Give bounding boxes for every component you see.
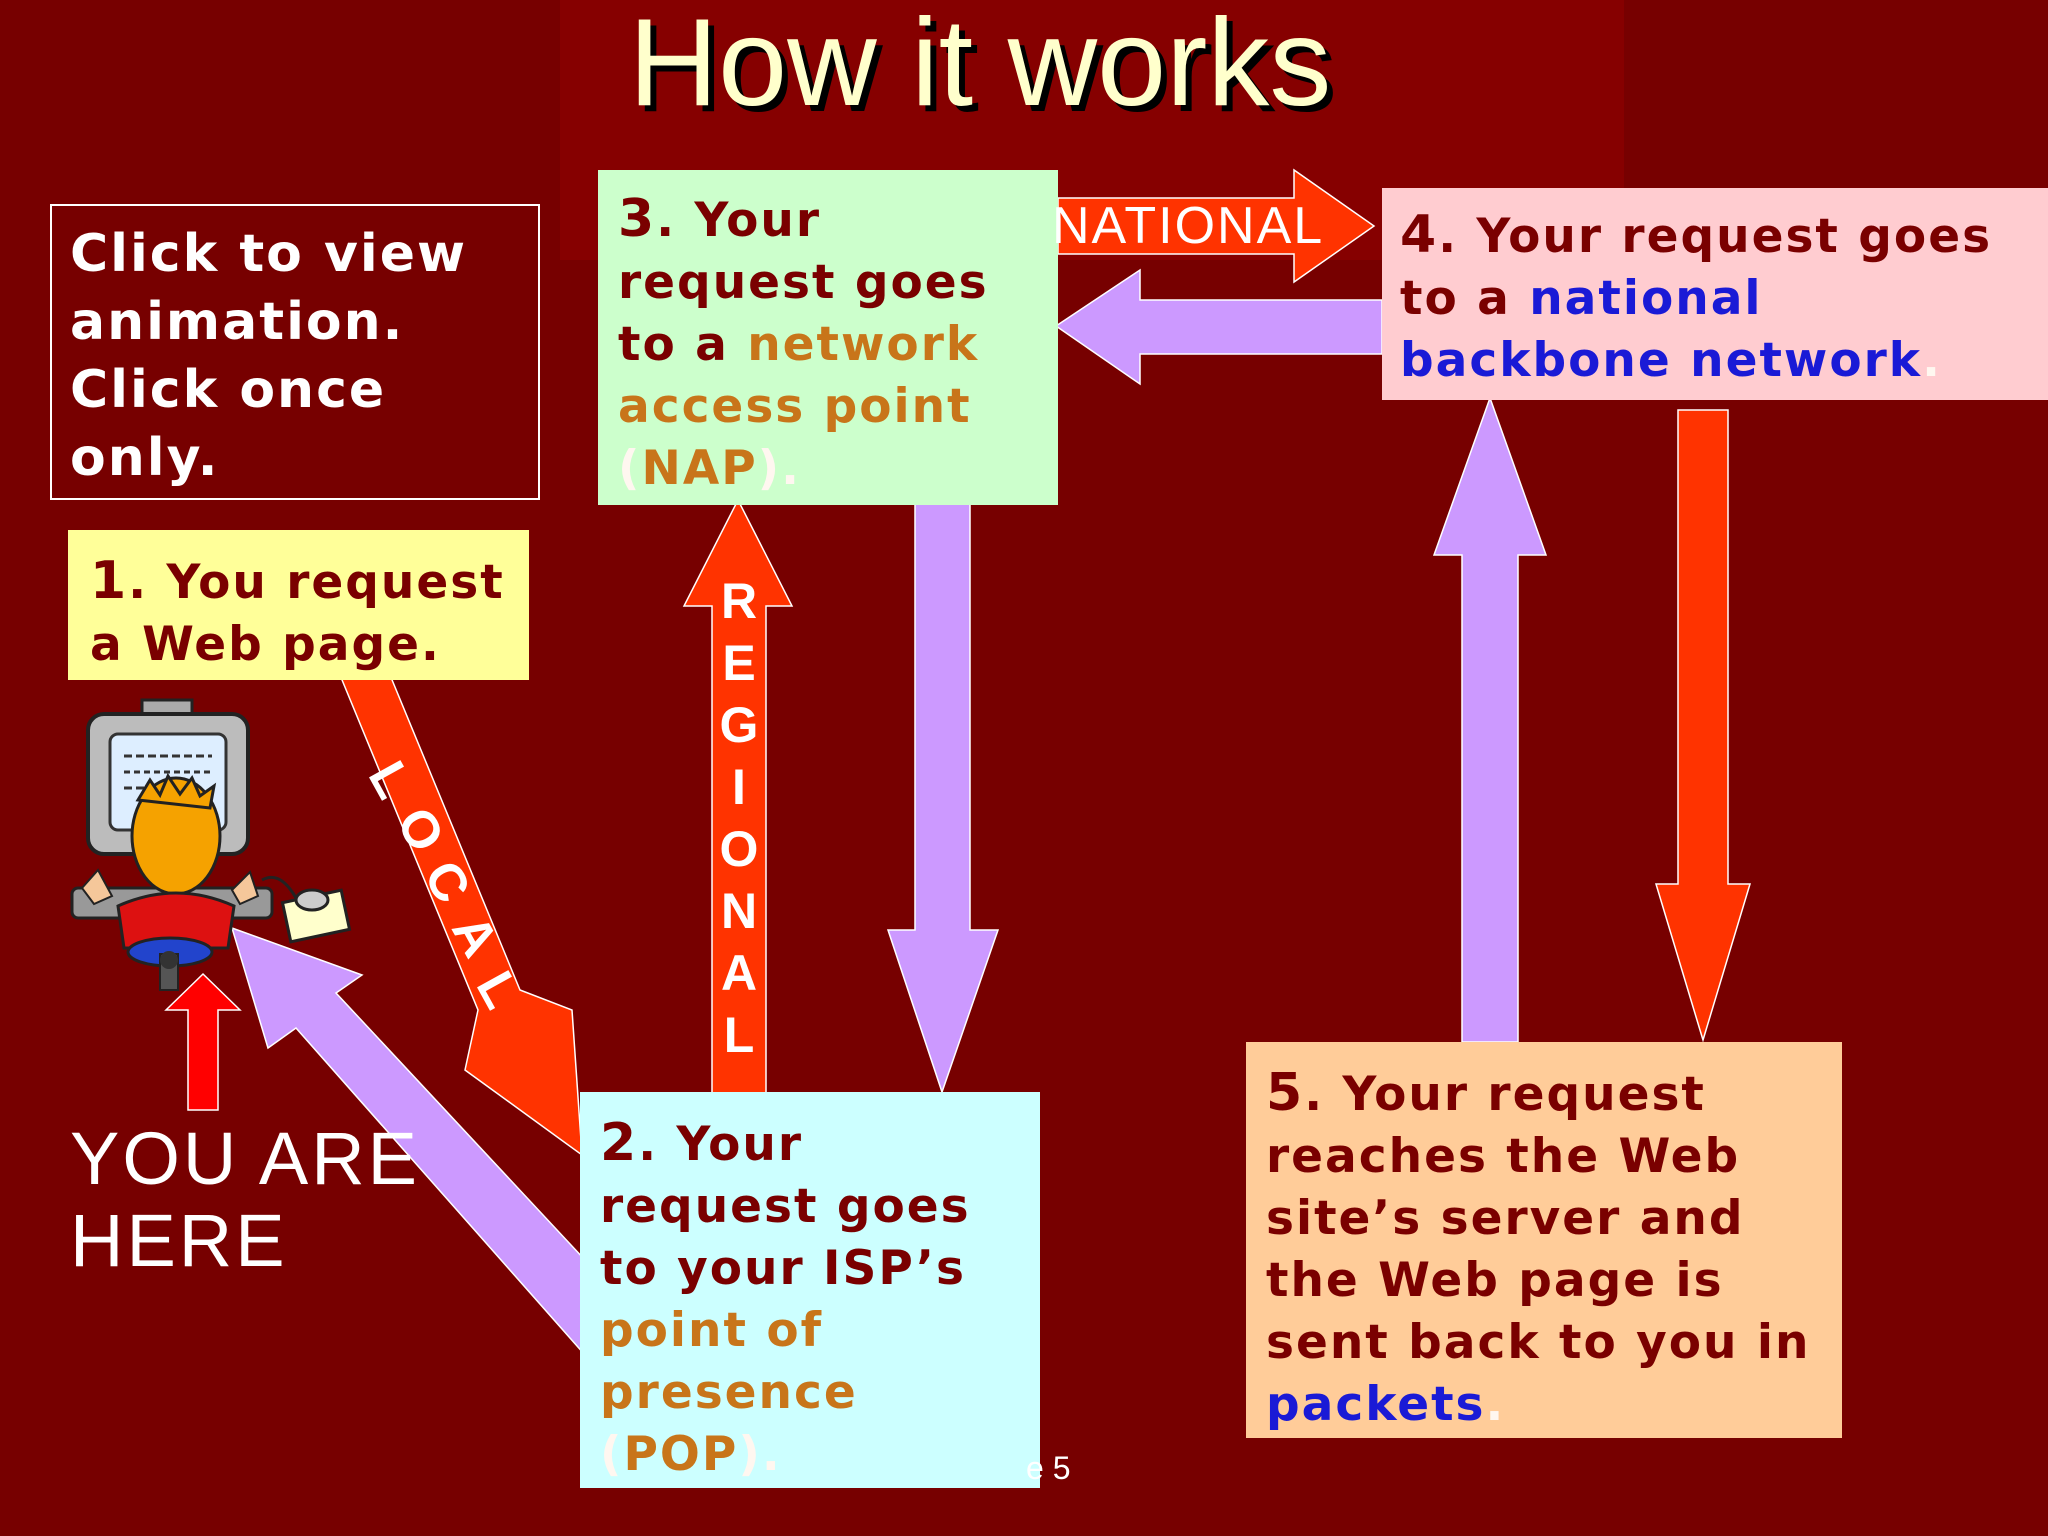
step-4-text: . Your request goes to a <box>1400 209 1993 326</box>
regional-letter: I <box>732 759 746 815</box>
national-arrow <box>1057 168 1376 284</box>
step-3-paren-close: ). <box>757 441 801 496</box>
step-1-number: 1 <box>90 551 129 611</box>
backbone-to-server-arrow <box>1654 409 1752 1043</box>
step-5-box: 5. Your request reaches the Web site’s s… <box>1246 1042 1842 1438</box>
backbone-to-nap-arrow <box>1054 268 1383 386</box>
step-2-term: point of presence <box>600 1303 858 1420</box>
computer-user-icon <box>70 698 352 991</box>
step-4-box: 4. Your request goes to a national backb… <box>1382 188 2048 400</box>
regional-arrow <box>682 498 794 1095</box>
page-title: How it works <box>628 0 1332 132</box>
step-3-number: 3 <box>618 189 657 249</box>
step-4-period: . <box>1922 333 1942 388</box>
click-instruction-note[interactable]: Click to view animation. Click once only… <box>50 204 540 500</box>
server-to-backbone-arrow <box>1432 395 1548 1043</box>
regional-letter: N <box>720 883 758 939</box>
step-1-box: 1. You request a Web page. <box>68 530 529 680</box>
step-5-term: packets <box>1266 1377 1486 1432</box>
step-3-box: 3. Your request goes to a network access… <box>598 170 1058 505</box>
slide-number: e 5 <box>1026 1450 1071 1486</box>
you-are-here-arrow <box>164 972 242 1111</box>
step-2-paren-open: ( <box>600 1427 624 1482</box>
step-2-number: 2 <box>600 1113 639 1173</box>
nap-to-pop-arrow <box>886 443 1000 1095</box>
you-are-here-label: YOU ARE HERE <box>70 1118 420 1282</box>
regional-label: R E G I O N A L <box>712 570 766 1066</box>
step-5-number: 5 <box>1266 1063 1305 1123</box>
step-2-paren-close: ). <box>738 1427 782 1482</box>
local-arrow <box>338 674 583 1157</box>
step-3-term: network access point <box>618 317 980 434</box>
you-are-here-line-1: YOU ARE <box>70 1117 420 1200</box>
national-label: NATIONAL <box>1052 197 1325 255</box>
return-to-user-arrow <box>230 926 586 1357</box>
regional-letter: L <box>723 1007 755 1063</box>
regional-letter: E <box>722 635 756 691</box>
step-4-term: national backbone network <box>1400 271 1923 388</box>
you-are-here-line-2: HERE <box>70 1199 288 1282</box>
step-3-paren-open: ( <box>618 441 642 496</box>
regional-letter: G <box>719 697 759 753</box>
regional-letter: A <box>720 945 758 1001</box>
step-2-abbr: POP <box>623 1427 739 1482</box>
step-4-number: 4 <box>1400 205 1439 265</box>
step-3-abbr: NAP <box>641 441 758 496</box>
step-3-text: . Your request goes to a <box>618 193 989 372</box>
step-5-text: . Your request reaches the Web site’s se… <box>1266 1067 1811 1370</box>
step-2-box: 2. Your request goes to your ISP’s point… <box>580 1092 1040 1488</box>
step-2-text: . Your request goes to your ISP’s <box>600 1117 971 1296</box>
regional-letter: R <box>720 573 758 629</box>
step-5-period: . <box>1485 1377 1506 1432</box>
step-1-text: . You request a Web page. <box>90 555 505 672</box>
regional-letter: O <box>719 821 759 877</box>
